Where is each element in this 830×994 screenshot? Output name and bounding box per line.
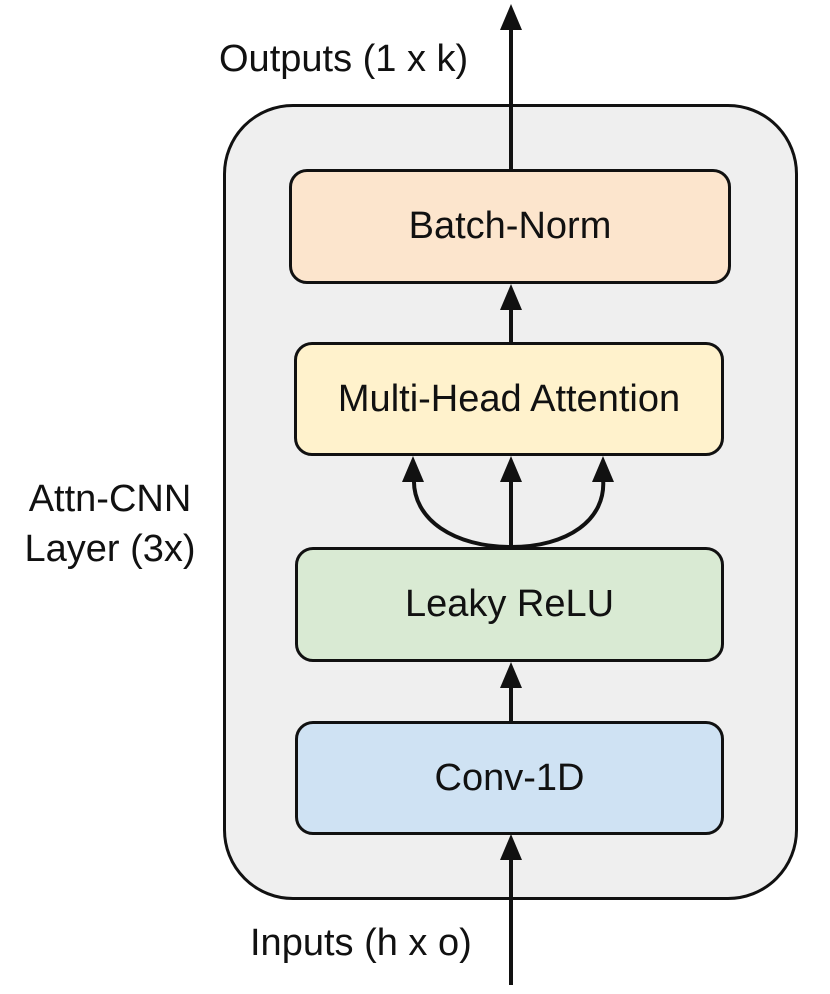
arrow-relu-to-mha-right: [510, 477, 606, 549]
arrowhead-icon: [402, 456, 424, 482]
arrow-relu-to-mha-left: [411, 477, 512, 549]
leaky-relu-label: Leaky ReLU: [404, 583, 615, 625]
batch-norm-block: Batch-Norm: [289, 169, 731, 284]
conv-1d-label: Conv-1D: [434, 756, 585, 799]
multi-head-attention-label: Multi-Head Attention: [337, 377, 681, 420]
leaky-relu-block: Leaky ReLU: [295, 547, 724, 662]
connector-lines: [411, 28, 606, 985]
arrowhead-icon: [500, 456, 522, 482]
arrowheads: [402, 4, 614, 860]
arrowhead-icon: [500, 4, 522, 30]
multi-head-attention-block: Multi-Head Attention: [294, 342, 724, 456]
conv-1d-block: Conv-1D: [295, 721, 724, 835]
arrowhead-icon: [500, 834, 522, 860]
arrowhead-icon: [500, 284, 522, 310]
batch-norm-label: Batch-Norm: [408, 205, 612, 247]
layer-repeat-label: Attn-CNN Layer (3x): [24, 478, 196, 570]
outputs-label: Outputs (1 x k): [219, 38, 469, 80]
arrowhead-icon: [592, 456, 614, 482]
arrowhead-icon: [500, 662, 522, 688]
inputs-label: Inputs (h x o): [250, 922, 472, 964]
